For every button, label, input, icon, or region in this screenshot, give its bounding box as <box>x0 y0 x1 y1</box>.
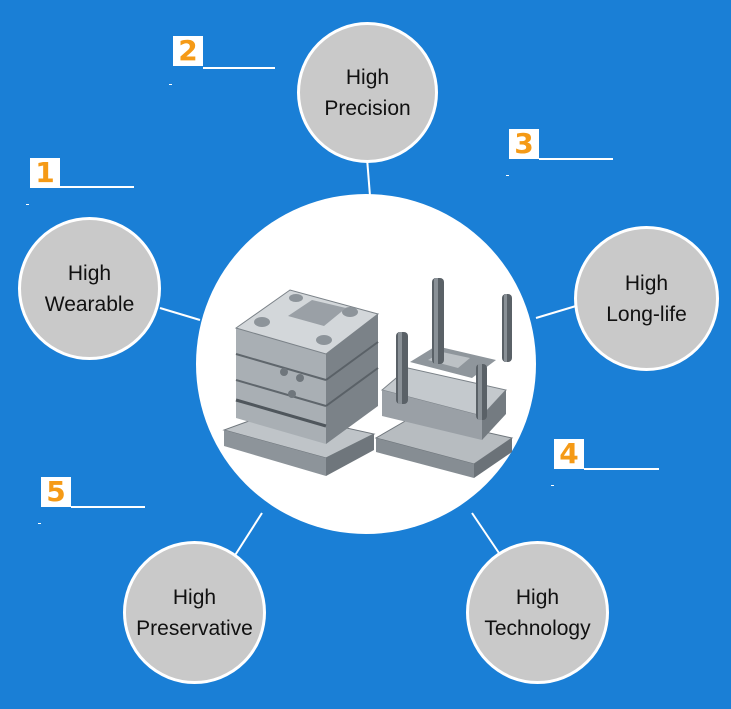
bubble-line-2: Precision <box>324 96 411 120</box>
connector-precision <box>366 157 371 197</box>
bubble-line-1: High <box>67 261 112 285</box>
badge-tick-4 <box>551 485 554 486</box>
badge-tick-5 <box>38 523 41 524</box>
feature-bubble-precision: High Precision <box>297 22 438 163</box>
badge-tick-2 <box>169 84 172 85</box>
feature-bubble-preservative: High Preservative <box>123 541 266 684</box>
connector-long-life <box>535 305 577 319</box>
badge-underline-1 <box>60 186 134 188</box>
mold-image <box>222 278 514 478</box>
bubble-line-2: Preservative <box>136 616 253 640</box>
feature-bubble-long-life: High Long-life <box>574 226 719 371</box>
number-badge-4: 4 <box>554 439 584 469</box>
badge-underline-3 <box>539 158 613 160</box>
badge-underline-2 <box>203 67 275 69</box>
number-badge-1: 1 <box>30 158 60 188</box>
badge-underline-5 <box>71 506 145 508</box>
connector-preservative <box>231 512 263 561</box>
center-circle <box>196 194 536 534</box>
feature-bubble-technology: High Technology <box>466 541 609 684</box>
connector-technology <box>471 512 504 560</box>
badge-tick-1 <box>26 204 29 205</box>
badge-tick-3 <box>506 175 509 176</box>
bubble-line-1: High <box>515 585 560 609</box>
connector-wearable <box>159 307 201 321</box>
bubble-line-1: High <box>345 65 390 89</box>
number-badge-3: 3 <box>509 129 539 159</box>
feature-bubble-wearable: High Wearable <box>18 217 161 360</box>
badge-underline-4 <box>584 468 659 470</box>
bubble-line-2: Wearable <box>44 292 135 316</box>
bubble-line-2: Long-life <box>606 302 687 326</box>
number-badge-2: 2 <box>173 36 203 66</box>
bubble-line-1: High <box>172 585 217 609</box>
number-badge-5: 5 <box>41 477 71 507</box>
bubble-line-2: Technology <box>484 616 591 640</box>
bubble-line-1: High <box>624 271 669 295</box>
